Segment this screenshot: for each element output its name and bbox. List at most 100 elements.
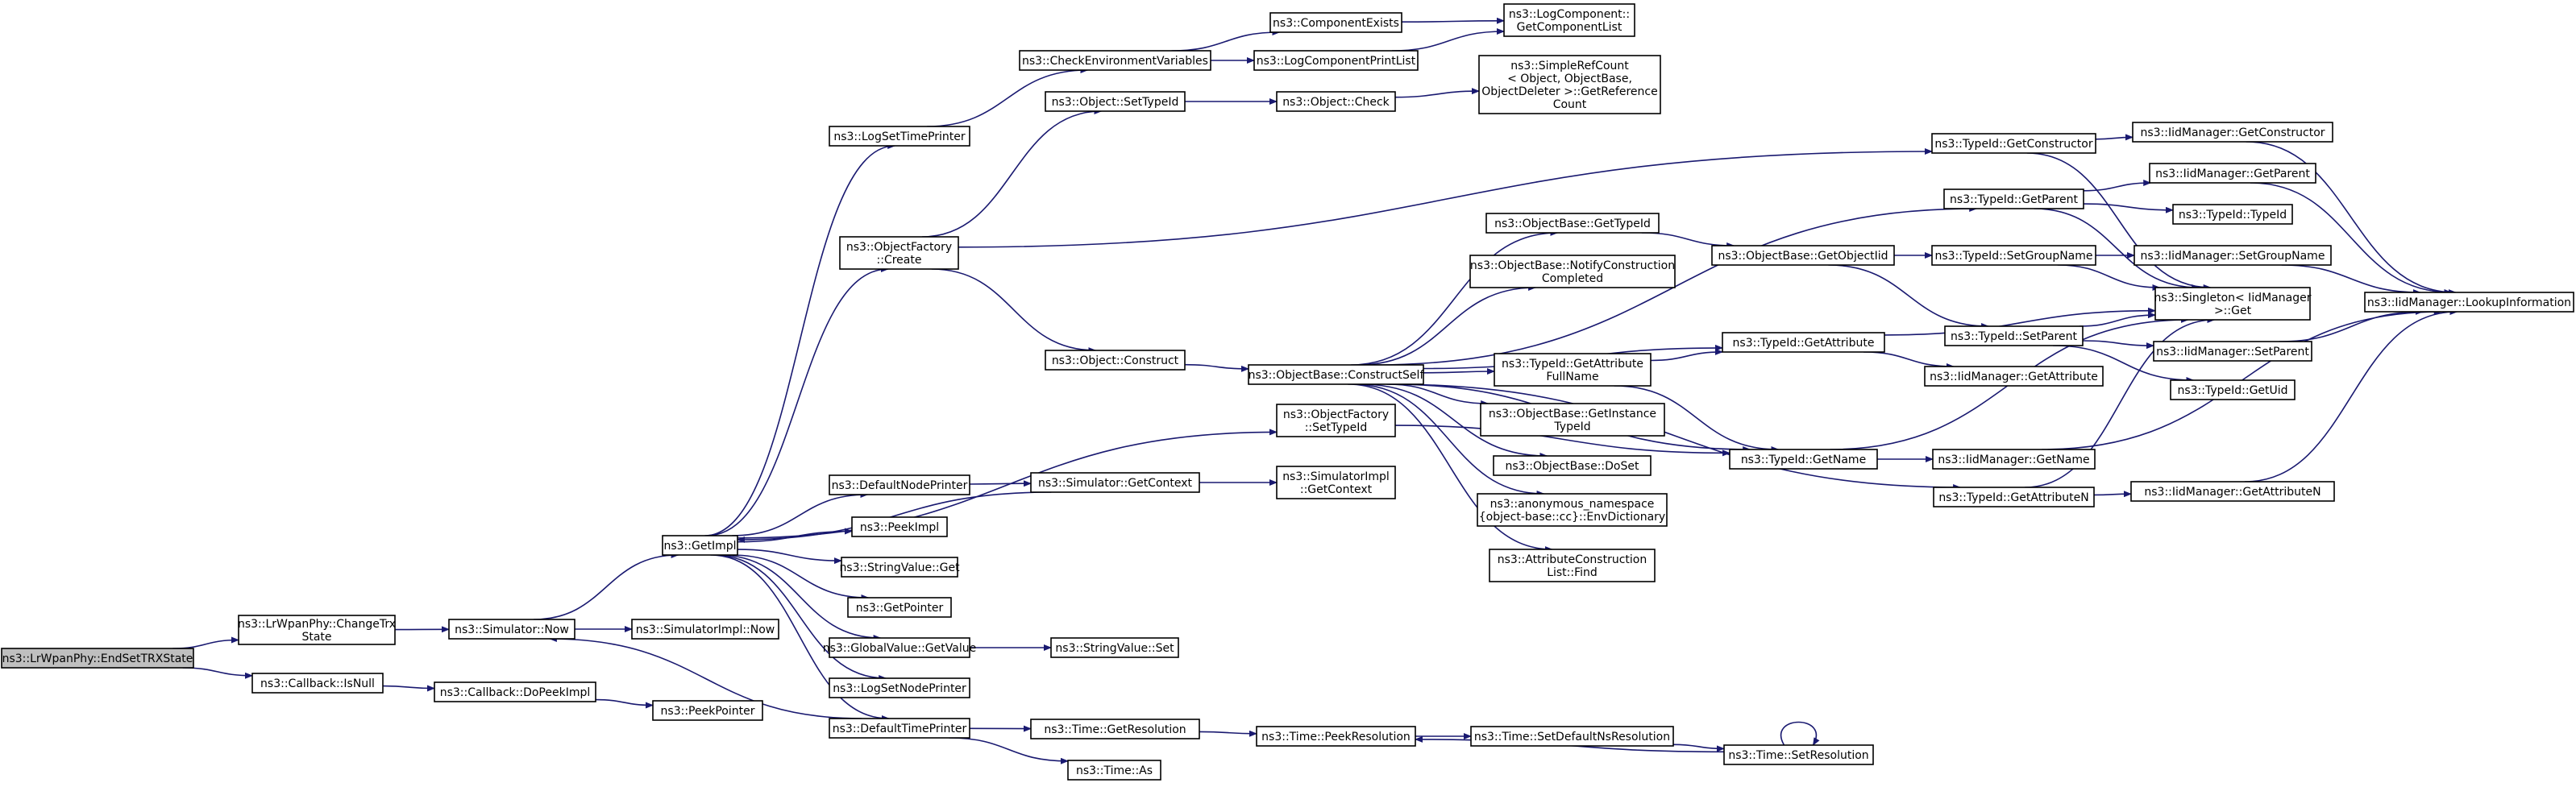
node-getComponentList[interactable]: ns3::LogComponent::GetComponentList xyxy=(1503,3,1635,37)
node-iidGetConstructor[interactable]: ns3::IidManager::GetConstructor xyxy=(2132,122,2333,143)
node-box xyxy=(847,597,952,618)
node-stringValueGet[interactable]: ns3::StringValue::Get xyxy=(839,557,960,578)
edge-path xyxy=(1884,307,2156,336)
node-box xyxy=(2134,245,2332,266)
node-objFactoryCreate[interactable]: ns3::ObjectFactory::Create xyxy=(839,236,959,270)
node-simpleRefCount[interactable]: ns3::SimpleRefCount< Object, ObjectBase,… xyxy=(1478,55,1661,114)
node-componentExists[interactable]: ns3::ComponentExists xyxy=(1269,12,1402,33)
edge-path xyxy=(382,685,435,692)
node-tidGetAttribute[interactable]: ns3::TypeId::GetAttribute xyxy=(1722,332,1885,353)
edge-tidGetAttribute-to-singletonGet xyxy=(1884,307,2156,336)
node-box xyxy=(1493,455,1652,476)
edge-iidGetConstructor-to-iidLookup xyxy=(2246,141,2457,296)
edge-path xyxy=(921,108,1103,238)
node-getPointer[interactable]: ns3::GetPointer xyxy=(847,597,952,618)
node-checkEnv[interactable]: ns3::CheckEnvironmentVariables xyxy=(1019,50,1211,71)
edge-objFactoryCreate-to-tidGetConstructor xyxy=(958,148,1933,248)
node-label: ns3::Object::Construct xyxy=(1052,354,1179,367)
node-box xyxy=(448,619,575,640)
node-objSetTypeId[interactable]: ns3::Object::SetTypeId xyxy=(1045,91,1186,112)
edge-constructSelf-to-attrConstrFind xyxy=(1348,383,1553,553)
node-logSetTimePrinter[interactable]: ns3::LogSetTimePrinter xyxy=(829,126,970,147)
node-tidSetParent[interactable]: ns3::TypeId::SetParent xyxy=(1944,325,2084,346)
edge-tidGetConstructor-to-singletonGet xyxy=(2026,152,2212,291)
node-obGetObjectIid[interactable]: ns3::ObjectBase::GetObjectIid xyxy=(1711,245,1895,266)
node-obGetTypeId[interactable]: ns3::ObjectBase::GetTypeId xyxy=(1485,213,1660,234)
node-peekPointer[interactable]: ns3::PeekPointer xyxy=(652,700,763,721)
node-iidGetAttribute[interactable]: ns3::IidManager::GetAttribute xyxy=(1924,366,2104,387)
node-label: ::GetContext xyxy=(1300,483,1373,496)
node-iidGetName[interactable]: ns3::IidManager::GetName xyxy=(1932,449,2096,470)
node-iidSetGroupName[interactable]: ns3::IidManager::SetGroupName xyxy=(2134,245,2332,266)
node-timeAs[interactable]: ns3::Time::As xyxy=(1067,760,1161,781)
edge-path xyxy=(1184,363,1249,372)
node-iidLookup[interactable]: ns3::IidManager::LookupInformation xyxy=(2364,292,2574,313)
node-iidGetParent[interactable]: ns3::IidManager::GetParent xyxy=(2149,163,2316,184)
node-box xyxy=(1276,404,1396,437)
node-box xyxy=(1469,255,1676,288)
node-tidGetName[interactable]: ns3::TypeId::GetName xyxy=(1729,449,1878,470)
edge-getImpl-to-globalValueGet xyxy=(718,554,882,641)
node-timeSetResolution[interactable]: ns3::Time::SetResolution xyxy=(1723,744,1874,765)
node-getImpl[interactable]: ns3::GetImpl xyxy=(662,535,738,556)
node-tidGetUid[interactable]: ns3::TypeId::GetUid xyxy=(2170,379,2296,400)
node-label: ns3::LogComponent:: xyxy=(1509,8,1630,21)
node-tidGetAttributeN[interactable]: ns3::TypeId::GetAttributeN xyxy=(1933,487,2095,507)
node-doSet[interactable]: ns3::ObjectBase::DoSet xyxy=(1493,455,1652,476)
edge-path xyxy=(1171,29,1281,52)
edge-path xyxy=(1351,230,1559,366)
node-tidGetParent[interactable]: ns3::TypeId::GetParent xyxy=(1943,188,2084,209)
node-envDictionary[interactable]: ns3::anonymous_namespace{object-base::cc… xyxy=(1477,493,1668,527)
node-simNow[interactable]: ns3::Simulator::Now xyxy=(448,619,575,640)
node-box xyxy=(1276,91,1396,112)
edge-path xyxy=(1348,383,1553,553)
node-simImplGetContext[interactable]: ns3::SimulatorImpl::GetContext xyxy=(1276,466,1396,499)
node-objConstruct[interactable]: ns3::Object::Construct xyxy=(1045,350,1186,371)
node-box xyxy=(1489,549,1656,582)
node-ofSetTypeId[interactable]: ns3::ObjectFactory::SetTypeId xyxy=(1276,404,1396,437)
node-label: ns3::TypeId::GetParent xyxy=(1950,193,2078,206)
node-timePeekResolution[interactable]: ns3::Time::PeekResolution xyxy=(1256,726,1416,747)
node-timeGetResolution[interactable]: ns3::Time::GetResolution xyxy=(1030,719,1200,739)
edge-path xyxy=(927,67,1089,127)
node-isNull[interactable]: ns3::Callback::IsNull xyxy=(251,673,384,694)
node-stringValueSet[interactable]: ns3::StringValue::Set xyxy=(1050,637,1179,658)
edge-obGetTypeId-to-obGetObjectIid xyxy=(1641,232,1735,249)
node-defaultTimePrinter[interactable]: ns3::DefaultTimePrinter xyxy=(829,718,970,739)
node-tidGetConstructor[interactable]: ns3::TypeId::GetConstructor xyxy=(1931,133,2096,154)
node-label: ns3::TypeId::GetUid xyxy=(2177,384,2287,397)
edge-path xyxy=(1389,383,1962,491)
node-timeSetDefaultNs[interactable]: ns3::Time::SetDefaultNsResolution xyxy=(1470,726,1674,747)
node-iidSetParent[interactable]: ns3::IidManager::SetParent xyxy=(2153,341,2312,362)
node-label: ns3::IidManager::GetName xyxy=(1938,454,2089,466)
edge-timeSetDefaultNs-to-timeSetResolution xyxy=(1672,744,1725,752)
node-root[interactable]: ns3::LrWpanPhy::EndSetTRXState xyxy=(1,648,194,669)
node-box xyxy=(1,648,194,669)
edge-path xyxy=(732,491,869,536)
edge-path xyxy=(713,554,887,681)
node-box xyxy=(2153,341,2312,362)
node-defaultNodePrinter[interactable]: ns3::DefaultNodePrinter xyxy=(829,474,970,495)
node-label: ns3::PeekImpl xyxy=(860,521,939,534)
node-logSetNodePrinter[interactable]: ns3::LogSetNodePrinter xyxy=(829,677,970,698)
node-iidGetAttributeN[interactable]: ns3::IidManager::GetAttributeN xyxy=(2130,481,2335,502)
node-globalValueGet[interactable]: ns3::GlobalValue::GetValue xyxy=(823,637,976,658)
node-simImplNow[interactable]: ns3::SimulatorImpl::Now xyxy=(631,619,779,640)
node-simGetContext[interactable]: ns3::Simulator::GetContext xyxy=(1030,472,1200,493)
node-peekImpl[interactable]: ns3::PeekImpl xyxy=(851,516,948,537)
node-label: ns3::Time::As xyxy=(1076,764,1153,777)
node-singletonGet[interactable]: ns3::Singleton< IidManager >::Get xyxy=(2154,287,2312,321)
node-doPeekImpl[interactable]: ns3::Callback::DoPeekImpl xyxy=(434,681,596,702)
node-logCompPrintList[interactable]: ns3::LogComponentPrintList xyxy=(1253,50,1419,71)
node-box xyxy=(1248,364,1424,385)
node-constructSelf[interactable]: ns3::ObjectBase::ConstructSelf xyxy=(1248,364,1425,385)
edge-path xyxy=(737,549,842,565)
node-objCheck[interactable]: ns3::Object::Check xyxy=(1276,91,1396,112)
node-notifyConstruction[interactable]: ns3::ObjectBase::NotifyConstructionCompl… xyxy=(1469,255,1676,288)
node-tidTypeId[interactable]: ns3::TypeId::TypeId xyxy=(2172,204,2293,225)
node-tidSetGroupName[interactable]: ns3::TypeId::SetGroupName xyxy=(1931,245,2096,266)
